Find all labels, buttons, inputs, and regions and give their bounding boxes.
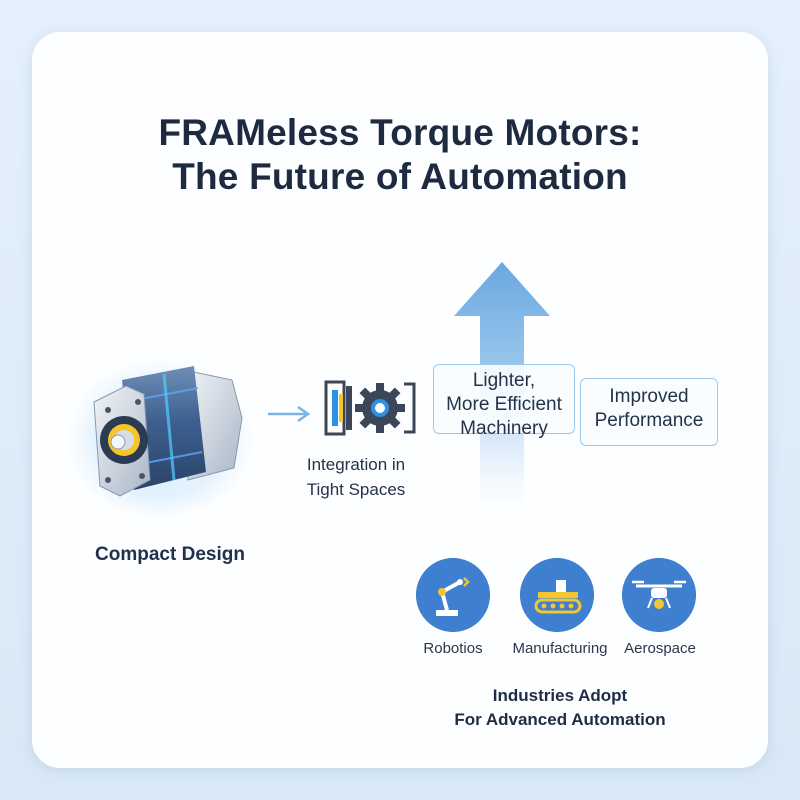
- industry-label-robotics: Robotios: [423, 640, 483, 657]
- industries-caption: Industries Adopt For Advanced Automation: [430, 684, 690, 732]
- integration-gear-icon: [324, 380, 416, 436]
- integration-line-2: Tight Spaces: [306, 480, 406, 499]
- lighter-line-1: Lighter,: [472, 370, 536, 391]
- industries-caption-line-1: Industries Adopt: [492, 686, 628, 705]
- compact-design-label: Compact Design: [95, 544, 245, 565]
- robot-arm-icon: [416, 558, 490, 632]
- integration-label: Integration in Tight Spaces: [276, 452, 436, 502]
- title-line-1: FRAMeless Torque Motors:: [158, 112, 642, 153]
- industry-label-aerospace: Aerospace: [624, 640, 696, 657]
- title-line-2: The Future of Automation: [172, 156, 628, 197]
- lighter-line-2: More Efficient: [446, 394, 562, 415]
- drone-icon: [622, 558, 696, 632]
- improved-line-2: Performance: [594, 410, 704, 431]
- conveyor-icon: [520, 558, 594, 632]
- industry-label-manufacturing: Manufacturing: [512, 640, 608, 657]
- frameless-motor-icon: [64, 348, 256, 516]
- industries-caption-line-2: For Advanced Automation: [454, 710, 666, 729]
- lighter-line-3: Machinery: [460, 418, 548, 439]
- improved-performance-box: Improved Performance: [580, 378, 718, 446]
- integration-line-1: Integration in: [306, 455, 406, 474]
- lighter-machinery-box: Lighter, More Efficient Machinery: [433, 364, 575, 439]
- improved-line-1: Improved: [609, 386, 689, 407]
- arrow-right-icon: [268, 405, 311, 423]
